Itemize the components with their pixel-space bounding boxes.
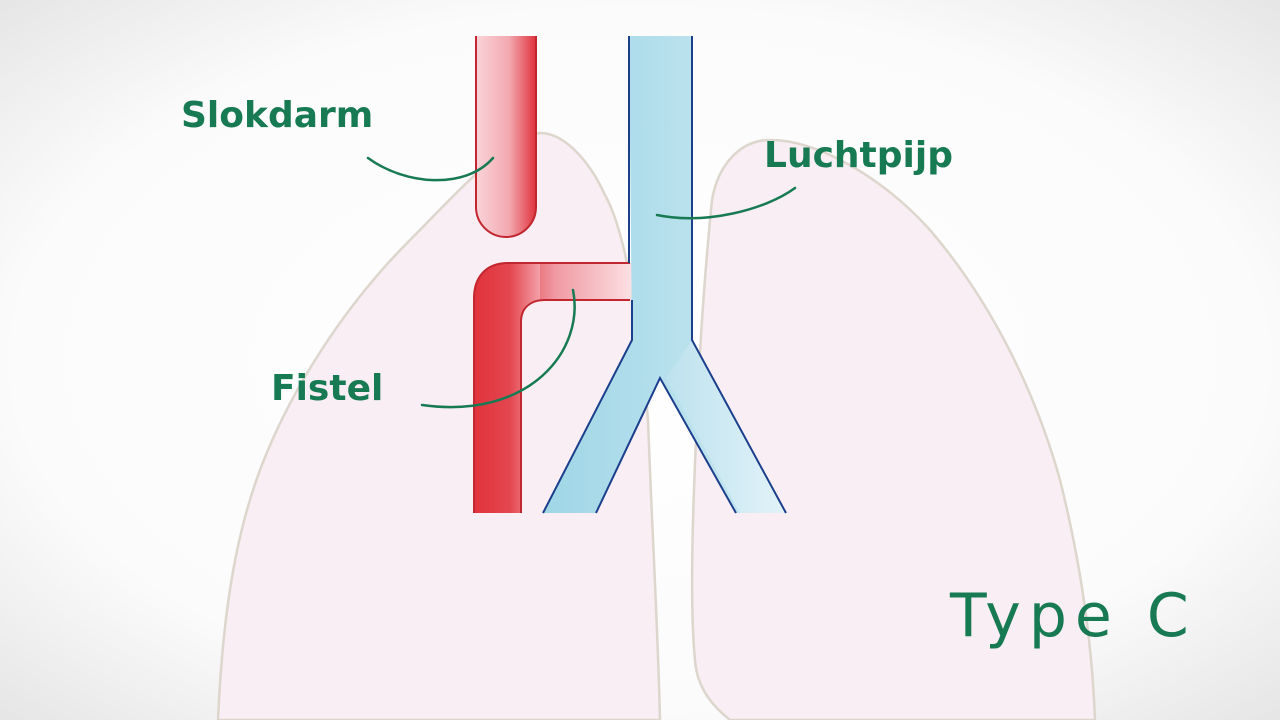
right-bronchus-highlight xyxy=(666,340,786,513)
trachea xyxy=(543,36,786,513)
fistula-label: Fistel xyxy=(271,368,384,409)
trachea-leader-line xyxy=(655,186,797,220)
lower-esophagus-outline xyxy=(473,262,630,513)
upper-esophagus-pouch xyxy=(476,36,536,237)
trachea-right-outline xyxy=(691,36,787,514)
carina-outline xyxy=(595,375,737,514)
lower-esophagus-inner-outline xyxy=(520,299,630,513)
esophagus-leader-line xyxy=(366,156,495,182)
right-lung xyxy=(690,138,1097,720)
trachea-left-outline xyxy=(542,36,633,514)
esophagus-label: Slokdarm xyxy=(181,95,374,136)
upper-esophagus-outline xyxy=(475,36,537,238)
trachea-label: Luchtpijp xyxy=(764,135,953,176)
fistula-leader-line xyxy=(420,288,576,409)
type-label: Type C xyxy=(950,581,1197,651)
lower-esophagus xyxy=(474,263,540,513)
